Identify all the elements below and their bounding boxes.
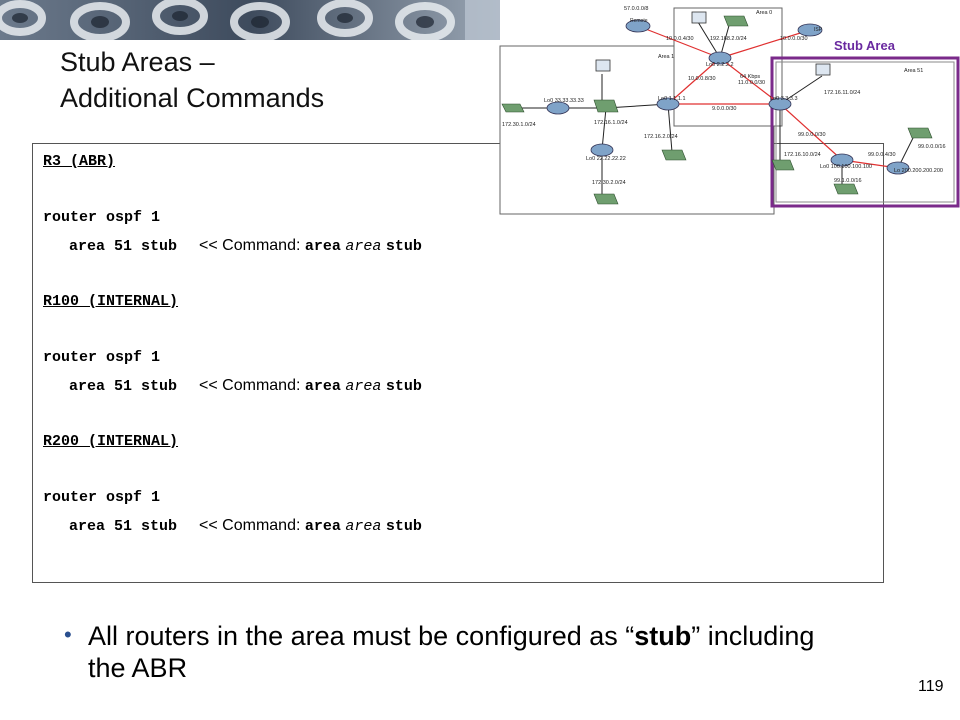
- command-argument-area: area: [345, 378, 382, 395]
- label-lo-r1: Lo0 1.1.1.1: [658, 96, 686, 102]
- label-net-172-16-11: 172.16.11.0/24: [824, 90, 860, 96]
- pc-icon: [815, 63, 831, 76]
- label-net-172-30-1: 172.30.1.0/24: [502, 122, 536, 128]
- label-net-172-16-1: 172.16.1.0/24: [594, 120, 628, 126]
- router-heading-r200: R200 (INTERNAL): [43, 433, 179, 450]
- bullet-text: All routers in the area must be configur…: [88, 620, 848, 684]
- area-stub-text: area 51 stub: [69, 518, 178, 535]
- label-net-172-16-2: 172.16.2.0/24: [644, 134, 678, 140]
- label-area-51: Area 51: [904, 68, 923, 74]
- router-ospf-command: router ospf 1: [43, 209, 161, 226]
- command-keyword-area: area: [304, 378, 341, 395]
- label-area-1: Area 1: [658, 54, 674, 60]
- command-keyword-stub: stub: [385, 238, 422, 255]
- command-note-prefix: << Command:: [199, 237, 301, 254]
- label-net-172-30-2: 172.30.2.0/24: [592, 180, 626, 186]
- command-keyword-area: area: [304, 238, 341, 255]
- switch-icon: [723, 15, 749, 27]
- label-remote: Remote: [630, 18, 648, 24]
- router-r1-icon: [656, 97, 680, 111]
- label-lo-33: Lo0 33.33.33.33: [544, 98, 584, 104]
- label-area-0: Area 0: [756, 10, 772, 16]
- area-stub-text: area 51 stub: [69, 238, 178, 255]
- command-argument-area: area: [345, 518, 382, 535]
- switch-icon: [661, 149, 687, 161]
- command-note-prefix: << Command:: [199, 377, 301, 394]
- command-argument-area: area: [345, 238, 382, 255]
- command-note-prefix: << Command:: [199, 517, 301, 534]
- area-stub-command: area 51 stub << Command: area area stub: [69, 377, 422, 396]
- config-box: R3 (ABR) router ospf 1 area 51 stub << Co…: [32, 143, 884, 583]
- label-lo-r2: Lo0 2.2.2.2: [706, 62, 734, 68]
- router-isp-icon: [797, 23, 823, 37]
- command-keyword-stub: stub: [385, 518, 422, 535]
- area-51-box: [775, 61, 955, 203]
- command-note: << Command: area area stub: [199, 377, 422, 395]
- bullet-text-post: ” including the ABR: [88, 621, 815, 683]
- label-net-11: 11.0.0.0/30: [738, 80, 765, 86]
- label-net-10-8: 10.0.0.8/30: [688, 76, 716, 82]
- header-banner-image: [0, 0, 500, 40]
- label-net-99-1: 99.1.0.0/16: [834, 178, 862, 184]
- command-keyword-area: area: [304, 518, 341, 535]
- router-r100-icon: [830, 153, 854, 167]
- label-lo-200: Lo 200.200.200.200: [894, 168, 943, 174]
- switch-icon: [771, 159, 795, 171]
- bullet-dot-icon: •: [64, 622, 72, 647]
- stub-area-box: [770, 56, 960, 208]
- pc-icon: [595, 59, 611, 72]
- page-number: 119: [918, 678, 944, 695]
- router-icons: [546, 19, 910, 175]
- bullet-text-bold: stub: [634, 621, 692, 651]
- label-net-9: 9.0.0.0/30: [712, 106, 736, 112]
- label-net-99-0-16: 99.0.0.0/16: [918, 144, 946, 150]
- switch-icons: [501, 15, 933, 205]
- command-note: << Command: area area stub: [199, 237, 422, 255]
- label-net-99-4: 99.0.0.4/30: [868, 152, 896, 158]
- command-note: << Command: area area stub: [199, 517, 422, 535]
- label-net-10-4: 10.0.0.4/30: [666, 36, 694, 42]
- switch-icon: [907, 127, 933, 139]
- label-lo-100: Lo0 100.100.100.100: [820, 164, 872, 170]
- label-isp: ISP: [814, 27, 823, 33]
- router-heading-r3: R3 (ABR): [43, 153, 116, 170]
- area-stub-text: area 51 stub: [69, 378, 178, 395]
- router-r2-icon: [708, 51, 732, 65]
- router-ospf-command: router ospf 1: [43, 489, 161, 506]
- pc-icon: [691, 11, 707, 24]
- switch-icon: [593, 193, 619, 205]
- slide-title-line-1: Stub Areas –: [60, 47, 215, 77]
- label-net-192: 192.168.2.0/24: [710, 36, 747, 42]
- router-r3-icon: [768, 97, 792, 111]
- area-stub-command: area 51 stub << Command: area area stub: [69, 237, 422, 256]
- label-net-99-0: 99.0.0.0/30: [798, 132, 826, 138]
- router-ospf-command: router ospf 1: [43, 349, 161, 366]
- area-stub-command: area 51 stub << Command: area area stub: [69, 517, 422, 536]
- router-r200-icon: [886, 161, 910, 175]
- label-lo-22: Lo0 22.22.22.22: [586, 156, 626, 162]
- label-net-172-16-10: 172.16.10.0/24: [784, 152, 821, 158]
- router-r22-icon: [590, 143, 614, 157]
- pc-icons: [595, 11, 831, 76]
- router-r33-icon: [546, 101, 570, 115]
- router-remote-icon: [625, 19, 651, 33]
- slide-title: Stub Areas – Additional Commands: [60, 44, 324, 116]
- label-lo-r3: Lo0 3.3.3.3: [770, 96, 798, 102]
- slide-title-line-2: Additional Commands: [60, 83, 325, 113]
- switch-icon: [593, 99, 619, 113]
- bullet-text-pre: All routers in the area must be configur…: [88, 621, 635, 651]
- switch-icon: [833, 183, 859, 195]
- stub-area-label: Stub Area: [834, 38, 896, 53]
- label-bw: 64 Kbps: [740, 74, 760, 80]
- ospf-topology-diagram: 57.0.0.0/8 Remote 10.0.0.4/30 Area 0 192…: [498, 0, 960, 216]
- label-net-10-0: 10.0.0.0/30: [780, 36, 808, 42]
- label-net-57: 57.0.0.0/8: [624, 6, 648, 12]
- router-heading-r100: R100 (INTERNAL): [43, 293, 179, 310]
- command-keyword-stub: stub: [385, 378, 422, 395]
- switch-icon: [501, 103, 525, 113]
